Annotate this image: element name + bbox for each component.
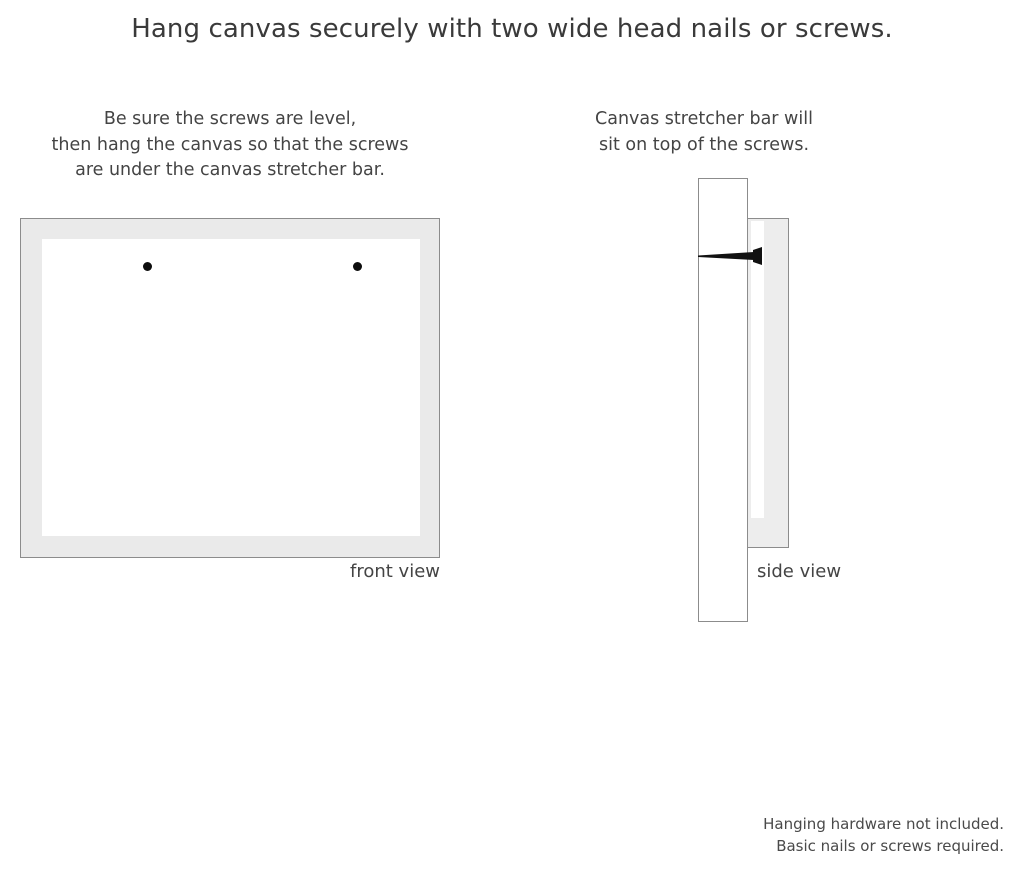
- footer-line-1: Hanging hardware not included.: [763, 815, 1004, 833]
- page-title: Hang canvas securely with two wide head …: [131, 14, 893, 44]
- screw-head-right-icon: [353, 262, 362, 271]
- stretcher-bar-strip: [751, 221, 764, 518]
- side-view-caption-line-1: Canvas stretcher bar will: [595, 109, 813, 129]
- front-view-caption-line-3: are under the canvas stretcher bar.: [75, 160, 385, 180]
- front-view-caption-line-2: then hang the canvas so that the screws: [51, 134, 409, 155]
- screw-head-left-icon: [143, 262, 152, 271]
- canvas-face-area: [42, 239, 420, 536]
- screw-side-icon: [698, 247, 762, 265]
- front-view-label: front view: [350, 561, 440, 582]
- front-view-caption-line-1: Be sure the screws are level,: [103, 109, 357, 129]
- side-view-label: side view: [757, 561, 842, 582]
- footer-note: Hanging hardware not included. Basic nai…: [763, 813, 1004, 857]
- footer-line-2: Basic nails or screws required.: [776, 837, 1004, 855]
- side-view-caption: Canvas stretcher bar will sit on top of …: [580, 107, 828, 158]
- wall-profile: [698, 178, 748, 622]
- side-view-caption-line-2: sit on top of the screws.: [598, 134, 810, 155]
- front-view-diagram: [20, 218, 440, 558]
- front-view-caption: Be sure the screws are level, then hang …: [20, 107, 440, 184]
